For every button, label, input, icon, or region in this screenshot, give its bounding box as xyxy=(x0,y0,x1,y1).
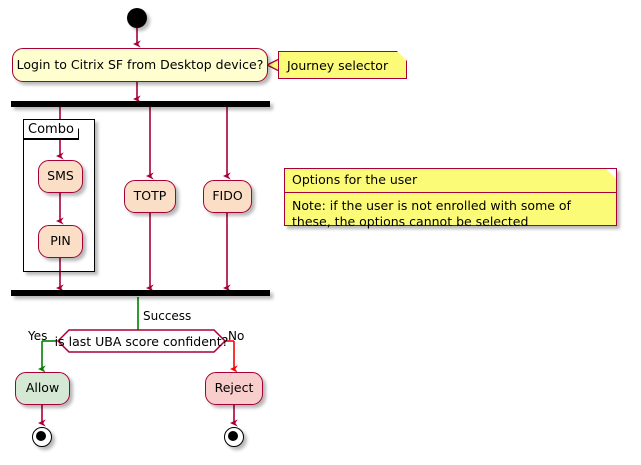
activity-login-label: Login to Citrix SF from Desktop device? xyxy=(16,56,264,72)
activity-reject-label: Reject xyxy=(214,380,254,396)
note-options-body: Note: if the user is not enrolled with s… xyxy=(292,198,571,230)
activity-allow[interactable]: Allow xyxy=(15,372,70,405)
edge-label-success: Success xyxy=(143,309,192,323)
group-combo-tab: Combo xyxy=(24,120,79,139)
activity-sms[interactable]: SMS xyxy=(38,160,83,193)
activity-login[interactable]: Login to Citrix SF from Desktop device? xyxy=(12,48,268,82)
note-journey-selector: Journey selector xyxy=(278,51,407,79)
journey-note-tail xyxy=(265,57,280,73)
note-journey-selector-text: Journey selector xyxy=(287,57,389,73)
activity-sms-label: SMS xyxy=(47,168,74,184)
note-fold-corner-icon xyxy=(606,169,616,179)
activity-fido-label: FIDO xyxy=(212,188,243,204)
group-combo-tab-divider xyxy=(24,139,79,141)
activity-pin-label: PIN xyxy=(50,233,71,249)
end-node-reject xyxy=(224,427,244,447)
start-node xyxy=(127,8,147,28)
note-options-title: Options for the user xyxy=(285,169,616,194)
activity-totp-label: TOTP xyxy=(133,188,167,204)
fork-bar xyxy=(11,101,270,107)
decision-hexagon-shape xyxy=(56,329,227,353)
activity-reject[interactable]: Reject xyxy=(205,372,263,405)
decision-uba-score-label: is last UBA score confident? xyxy=(54,333,229,349)
end-node-allow xyxy=(32,427,52,447)
decision-uba-score[interactable]: is last UBA score confident? xyxy=(55,330,229,352)
join-bar xyxy=(11,290,270,296)
activity-totp[interactable]: TOTP xyxy=(124,180,176,213)
activity-fido[interactable]: FIDO xyxy=(203,180,252,213)
activity-allow-label: Allow xyxy=(25,380,60,396)
edge-label-no: No xyxy=(228,329,245,343)
group-combo-label: Combo xyxy=(28,121,74,137)
edge-label-yes: Yes xyxy=(28,329,48,343)
activity-pin[interactable]: PIN xyxy=(38,225,83,258)
group-combo xyxy=(23,119,95,272)
note-options-for-user: Options for the user Note: if the user i… xyxy=(284,168,617,229)
